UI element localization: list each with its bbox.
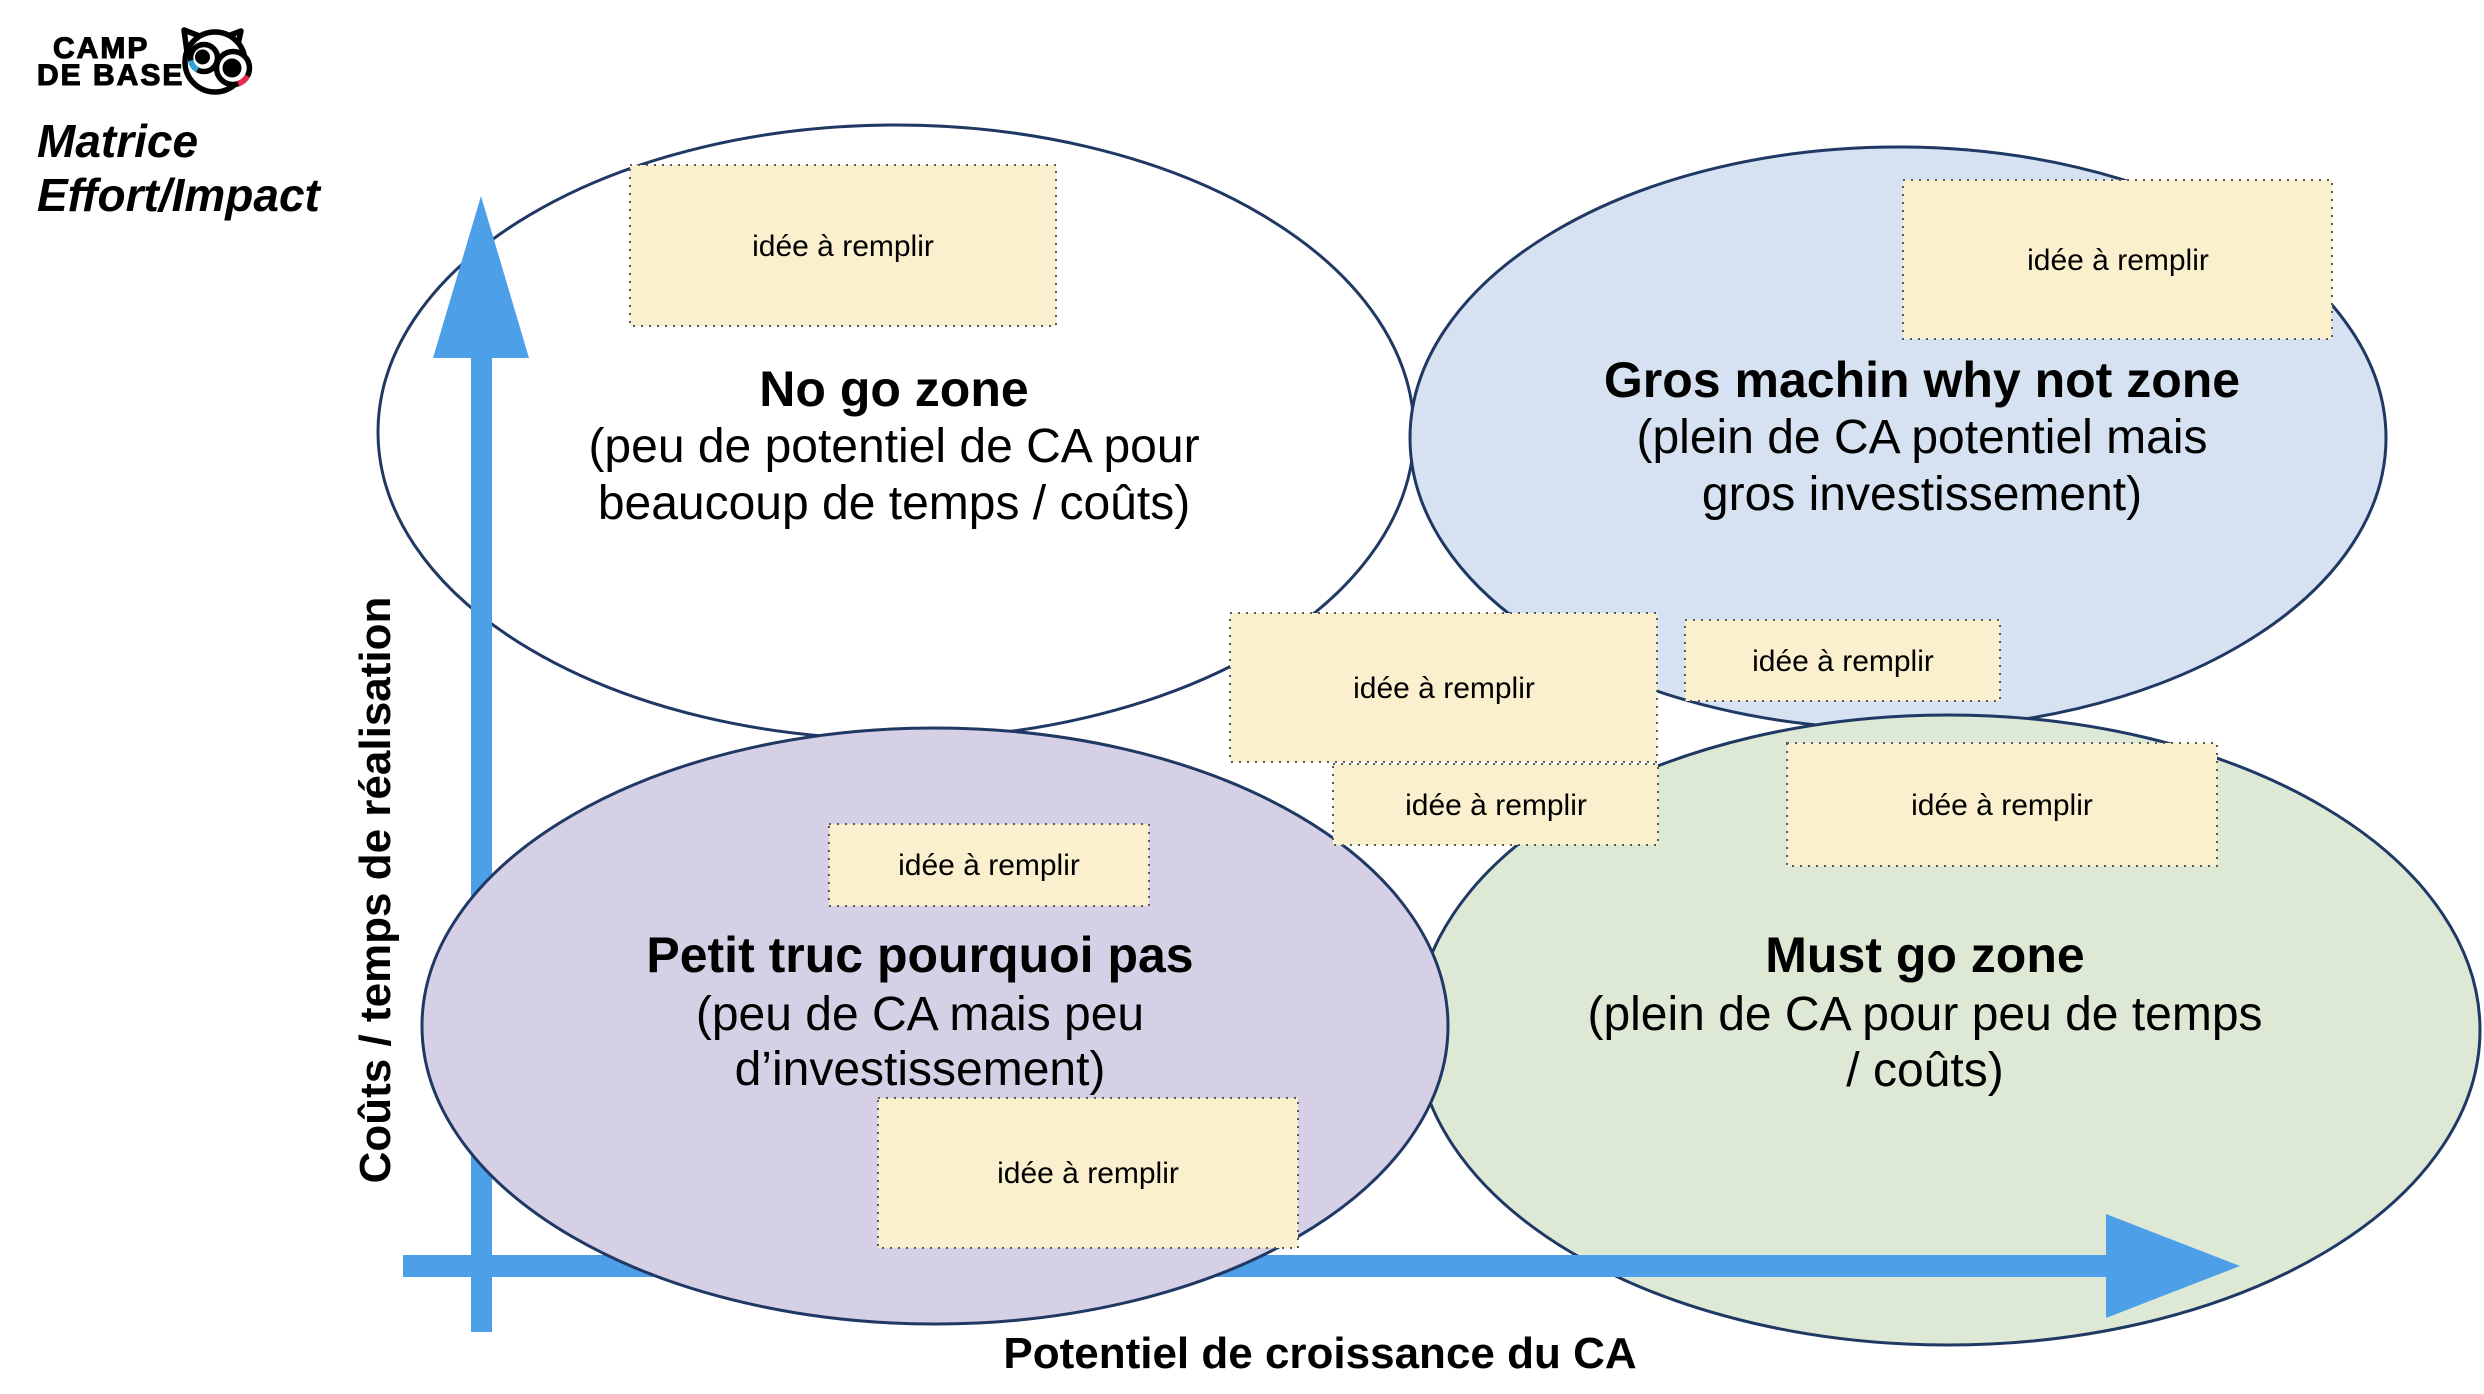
sticky-note-label: idée à remplir — [1353, 672, 1535, 705]
logo-text-line1: CAMP — [53, 32, 149, 65]
zone-must-go-desc-line2: / coûts) — [1846, 1044, 2003, 1097]
page-title-line2: Effort/Impact — [37, 169, 322, 221]
sticky-note-box[interactable] — [828, 823, 1150, 907]
sticky-note-label: idée à remplir — [1405, 789, 1587, 822]
sticky-note-box[interactable] — [1684, 619, 2001, 702]
zone-no-go-desc-line1: (peu de potentiel de CA pour — [588, 420, 1199, 473]
zone-why-not-text: Gros machin why not zone (plein de CA po… — [1604, 352, 2240, 521]
zone-no-go-text: No go zone (peu de potentiel de CA pour … — [588, 361, 1199, 530]
owl-left-pupil — [195, 49, 210, 65]
y-axis-arrowhead-icon — [433, 196, 529, 358]
logo-text-line2: DE BASE — [37, 59, 184, 92]
zone-pourquoi-pas-title: Petit truc pourquoi pas — [646, 927, 1193, 983]
sticky-note-label: idée à remplir — [898, 849, 1080, 882]
sticky-note-box[interactable] — [1786, 742, 2218, 867]
zone-no-go-desc-line2: beaucoup de temps / coûts) — [598, 477, 1190, 530]
sticky-note-label: idée à remplir — [752, 230, 934, 263]
sticky-note-no-go[interactable]: idée à remplir — [629, 164, 1057, 327]
sticky-note-center-lower[interactable]: idée à remplir — [1332, 763, 1659, 846]
zone-why-not-title: Gros machin why not zone — [1604, 352, 2240, 408]
sticky-note-label: idée à remplir — [997, 1157, 1179, 1190]
sticky-note-label: idée à remplir — [2027, 244, 2209, 277]
sticky-note-must-go[interactable]: idée à remplir — [1786, 742, 2218, 867]
sticky-note-bottom[interactable]: idée à remplir — [877, 1097, 1299, 1249]
x-axis-label: Potentiel de croissance du CA — [1003, 1329, 1636, 1378]
sticky-note-pourquoi-pas[interactable]: idée à remplir — [828, 823, 1150, 907]
sticky-note-label: idée à remplir — [1911, 789, 2093, 822]
sticky-note-center-right-small[interactable]: idée à remplir — [1684, 619, 2001, 702]
y-axis-line — [471, 352, 492, 1332]
sticky-note-center-large[interactable]: idée à remplir — [1229, 612, 1658, 763]
zone-no-go-title: No go zone — [759, 361, 1028, 417]
zone-must-go-title: Must go zone — [1765, 927, 2084, 983]
sticky-note-box[interactable] — [629, 164, 1057, 327]
zone-must-go-desc-line1: (plein de CA pour peu de temps — [1587, 988, 2262, 1041]
owl-right-pupil — [222, 58, 242, 78]
x-axis-arrowhead-icon — [2106, 1214, 2240, 1318]
sticky-note-label: idée à remplir — [1752, 645, 1934, 678]
page-title-line1: Matrice — [37, 115, 198, 167]
y-axis-label: Coûts / temps de réalisation — [351, 597, 400, 1184]
owl-logo-icon — [181, 27, 253, 95]
zone-pourquoi-pas-desc-line2: d’investissement) — [735, 1043, 1106, 1096]
sticky-note-box[interactable] — [1902, 179, 2333, 340]
header: CAMP DE BASE Matrice Effort/Impact — [36, 27, 322, 221]
sticky-note-why-not[interactable]: idée à remplir — [1902, 179, 2333, 340]
zone-pourquoi-pas-text: Petit truc pourquoi pas (peu de CA mais … — [646, 927, 1193, 1096]
sticky-note-box[interactable] — [1229, 612, 1658, 763]
zone-why-not-desc-line1: (plein de CA potentiel mais — [1637, 411, 2208, 464]
sticky-note-box[interactable] — [1332, 763, 1659, 846]
zone-pourquoi-pas-desc-line1: (peu de CA mais peu — [696, 988, 1144, 1041]
sticky-note-box[interactable] — [877, 1097, 1299, 1249]
zone-why-not-desc-line2: gros investissement) — [1702, 468, 2142, 521]
zone-must-go-text: Must go zone (plein de CA pour peu de te… — [1587, 927, 2262, 1097]
